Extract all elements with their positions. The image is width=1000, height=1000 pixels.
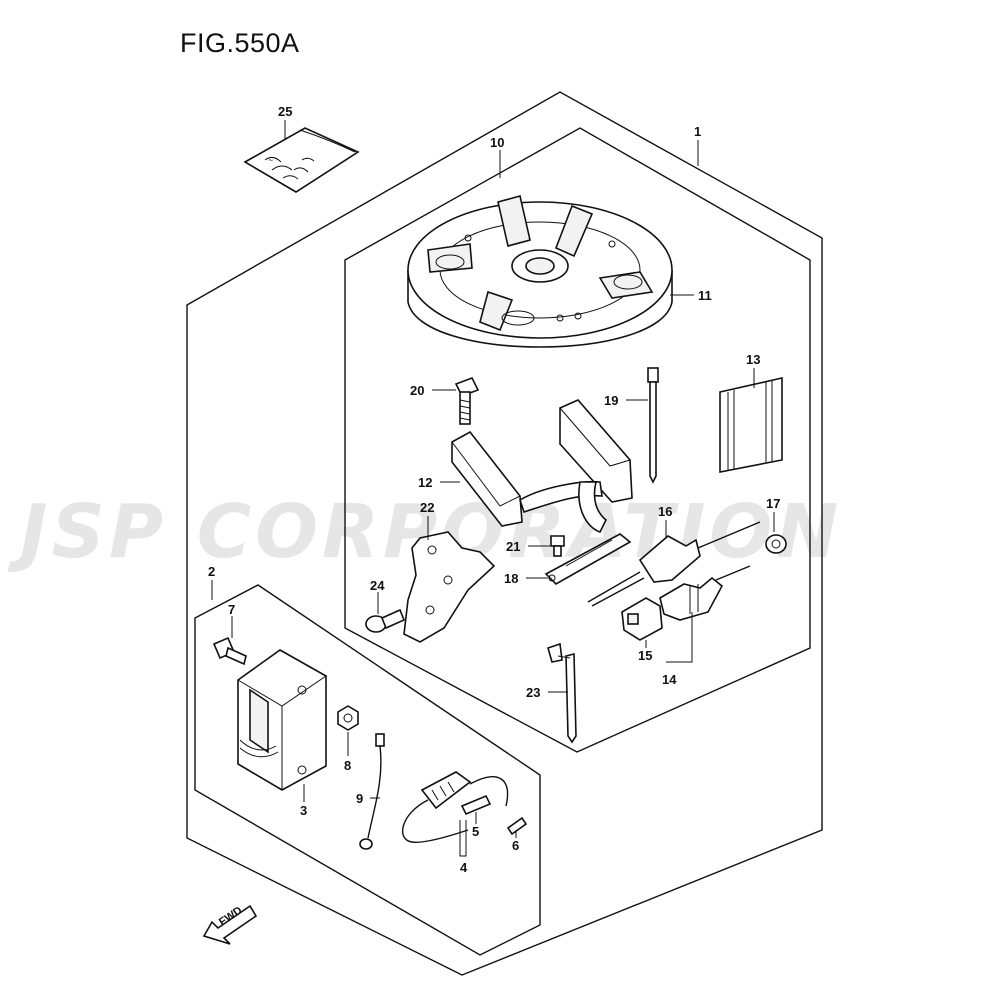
part-22-bracket: [403, 531, 496, 643]
callout-19: 19: [604, 393, 618, 408]
callout-8: 8: [344, 758, 351, 773]
assembly-frame-kit: [194, 584, 541, 956]
callout-9: 9: [356, 791, 363, 806]
part-15-coupler: [621, 597, 663, 641]
callout-labels: 25 10 1 11 13 20 19 12 22 16 17 21 18 24…: [208, 104, 780, 875]
callout-12: 12: [418, 475, 432, 490]
part-24-screw: [365, 608, 406, 633]
callout-5: 5: [472, 824, 479, 839]
callout-21: 21: [506, 539, 520, 554]
callout-24: 24: [370, 578, 385, 593]
svg-text:~: ~: [268, 155, 273, 165]
part-14-coupler-set: [659, 565, 751, 621]
part-9-lead-wire: [359, 733, 385, 850]
callout-2: 2: [208, 564, 215, 579]
callout-14: 14: [662, 672, 677, 687]
part-16-connector: [587, 521, 761, 607]
callout-22: 22: [420, 500, 434, 515]
callout-23: 23: [526, 685, 540, 700]
part-3-module: [237, 649, 327, 791]
part-7-bolt: [212, 636, 247, 666]
callout-3: 3: [300, 803, 307, 818]
part-18-strap: [544, 533, 632, 585]
part-25-instruction-sheet: ~: [243, 127, 360, 193]
callout-18: 18: [504, 571, 518, 586]
part-8-nut: [337, 705, 359, 731]
callout-10: 10: [490, 135, 504, 150]
assembly-frame-inner: [344, 127, 811, 753]
part-4-fuse-holder: [402, 771, 509, 844]
part-13-label-sheet: [719, 376, 783, 473]
callout-6: 6: [512, 838, 519, 853]
callout-4: 4: [460, 860, 468, 875]
callout-16: 16: [658, 504, 672, 519]
assembly-frame-outer: [186, 91, 823, 976]
callout-20: 20: [410, 383, 424, 398]
callout-17: 17: [766, 496, 780, 511]
part-5-fuse: [460, 794, 492, 816]
part-12-ignition-coil: [451, 399, 633, 533]
part-23-cable-tie: [547, 642, 577, 744]
callout-25: 25: [278, 104, 292, 119]
part-6-fuse: [506, 816, 528, 836]
figure-title: FIG.550A: [180, 28, 300, 58]
part-19-cable-tie: [647, 367, 659, 484]
part-21-bolt: [550, 535, 565, 557]
callout-1: 1: [694, 124, 701, 139]
part-20-bolt: [454, 376, 480, 425]
callout-11: 11: [698, 288, 712, 303]
part-11-flywheel: [407, 195, 673, 348]
part-17-grommet: [765, 534, 787, 554]
callout-15: 15: [638, 648, 652, 663]
fwd-arrow: FWD: [202, 905, 258, 945]
callout-7: 7: [228, 602, 235, 617]
leader-lines: [211, 120, 775, 857]
callout-13: 13: [746, 352, 760, 367]
